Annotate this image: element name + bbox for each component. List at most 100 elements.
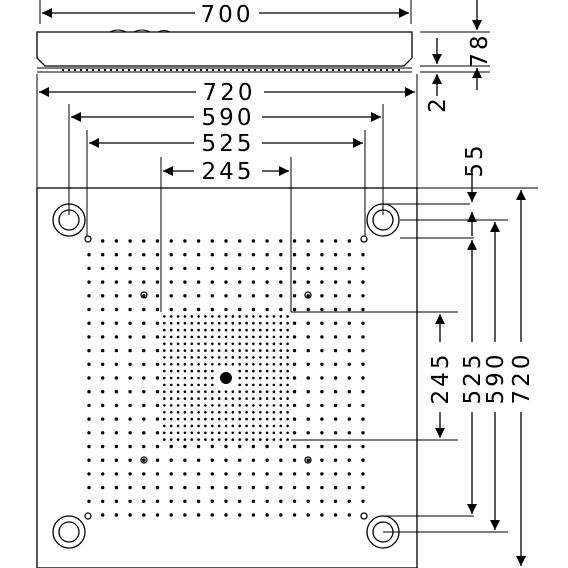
nozzle-dot	[210, 513, 214, 517]
rain-nozzle-dot	[169, 328, 173, 332]
rain-nozzle-dot	[169, 417, 173, 421]
rain-nozzle-dot	[197, 328, 200, 332]
nozzle-dot	[183, 513, 187, 517]
rain-nozzle-dot	[224, 335, 228, 339]
rain-nozzle-dot	[197, 417, 200, 421]
nozzle-dot	[101, 362, 105, 366]
nozzle-dot	[87, 362, 91, 366]
nozzle-dot	[114, 390, 119, 394]
rain-nozzle-dot	[231, 424, 235, 428]
nozzle-dot	[347, 253, 351, 257]
rain-nozzle-dot	[279, 349, 283, 352]
nozzle-dot	[87, 266, 91, 271]
nozzle-dot	[142, 280, 146, 284]
nozzle-dot	[238, 499, 242, 503]
nozzle-dot	[361, 294, 365, 298]
rain-nozzle-dot	[169, 383, 173, 387]
rain-nozzle-dot	[211, 328, 214, 332]
rain-nozzle-dot	[286, 438, 289, 441]
nozzle-dot	[333, 499, 338, 503]
nozzle-dot	[128, 444, 132, 449]
rain-nozzle-dot	[259, 404, 262, 407]
rain-nozzle-dot	[224, 417, 228, 421]
nozzle-dot	[361, 253, 365, 257]
dimension-245-label: 245	[428, 352, 454, 405]
rain-nozzle-dot	[265, 321, 269, 325]
rain-nozzle-dot	[252, 328, 255, 332]
nozzle-dot	[183, 499, 187, 503]
rain-nozzle-dot	[259, 376, 262, 380]
nozzle-dot	[347, 485, 351, 490]
rain-nozzle-dot	[183, 397, 187, 400]
rain-nozzle-dot	[231, 397, 235, 400]
nozzle-dot	[306, 335, 310, 339]
nozzle-dot	[320, 362, 324, 366]
nozzle-dot	[101, 376, 105, 380]
nozzle-dot	[101, 472, 105, 476]
nozzle-dot	[183, 239, 187, 243]
nozzle-dot	[114, 362, 119, 366]
rain-nozzle-dot	[265, 315, 269, 318]
rain-nozzle-dot	[279, 328, 283, 332]
nozzle-dot	[128, 348, 132, 353]
nozzle-dot	[347, 348, 351, 353]
nozzle-dot	[224, 499, 228, 503]
rain-nozzle-dot	[211, 411, 214, 414]
nozzle-dot	[155, 499, 160, 503]
rain-nozzle-dot	[272, 328, 276, 332]
rain-nozzle-dot	[259, 349, 262, 352]
rain-nozzle-dot	[183, 335, 187, 339]
rain-nozzle-dot	[204, 342, 207, 346]
nozzle-dot	[142, 321, 146, 325]
rain-nozzle-dot	[252, 383, 255, 387]
rain-nozzle-dot	[211, 417, 214, 421]
nozzle-dot	[183, 253, 187, 257]
nozzle-dot	[306, 307, 310, 312]
nozzle-dot	[101, 485, 105, 490]
nozzle-dot	[279, 499, 283, 503]
nozzle-dot	[347, 376, 351, 380]
nozzle-dot	[155, 431, 160, 435]
nozzle-dot	[155, 307, 160, 312]
nozzle-dot	[333, 239, 338, 243]
rain-nozzle-dot	[252, 376, 255, 380]
rain-nozzle-dot	[238, 390, 241, 394]
nozzle-dot	[114, 376, 119, 380]
nozzle-field	[87, 239, 365, 517]
nozzle-dot	[265, 485, 269, 490]
height-78-label: 78	[467, 32, 493, 67]
rain-nozzle-dot	[169, 411, 173, 414]
rain-nozzle-dot	[252, 424, 255, 428]
nozzle-dot	[101, 444, 105, 449]
nozzle-dot	[142, 239, 146, 243]
rain-nozzle-dot	[169, 356, 173, 359]
rain-nozzle-dot	[272, 438, 276, 441]
nozzle-dot	[320, 390, 324, 394]
nozzle-dot	[142, 348, 146, 353]
nozzle-dot	[114, 307, 119, 312]
rain-nozzle-dot	[176, 328, 180, 332]
rain-nozzle-dot	[190, 376, 194, 380]
rain-nozzle-dot	[231, 335, 235, 339]
nozzle-dot	[279, 458, 283, 462]
nozzle-dot	[333, 390, 338, 394]
rain-nozzle-dot	[259, 335, 262, 339]
nozzle-dot	[279, 307, 283, 312]
nozzle-dot	[238, 485, 242, 490]
rain-nozzle-dot	[231, 349, 235, 352]
rain-nozzle-dot	[265, 390, 269, 394]
rain-nozzle-dot	[217, 438, 221, 441]
rain-nozzle-dot	[183, 390, 187, 394]
rain-nozzle-dot	[252, 431, 255, 435]
rain-nozzle-dot	[163, 438, 166, 441]
rain-nozzle-dot	[176, 363, 180, 366]
rain-nozzle-dot	[163, 335, 166, 339]
nozzle-dot	[238, 472, 242, 476]
nozzle-dot	[306, 431, 310, 435]
rain-nozzle-dot	[265, 417, 269, 421]
rain-nozzle-dot	[176, 390, 180, 394]
rain-nozzle-dot	[259, 369, 262, 373]
nozzle-dot	[128, 417, 132, 421]
nozzle-dot	[333, 431, 338, 435]
nozzle-dot	[251, 485, 256, 490]
